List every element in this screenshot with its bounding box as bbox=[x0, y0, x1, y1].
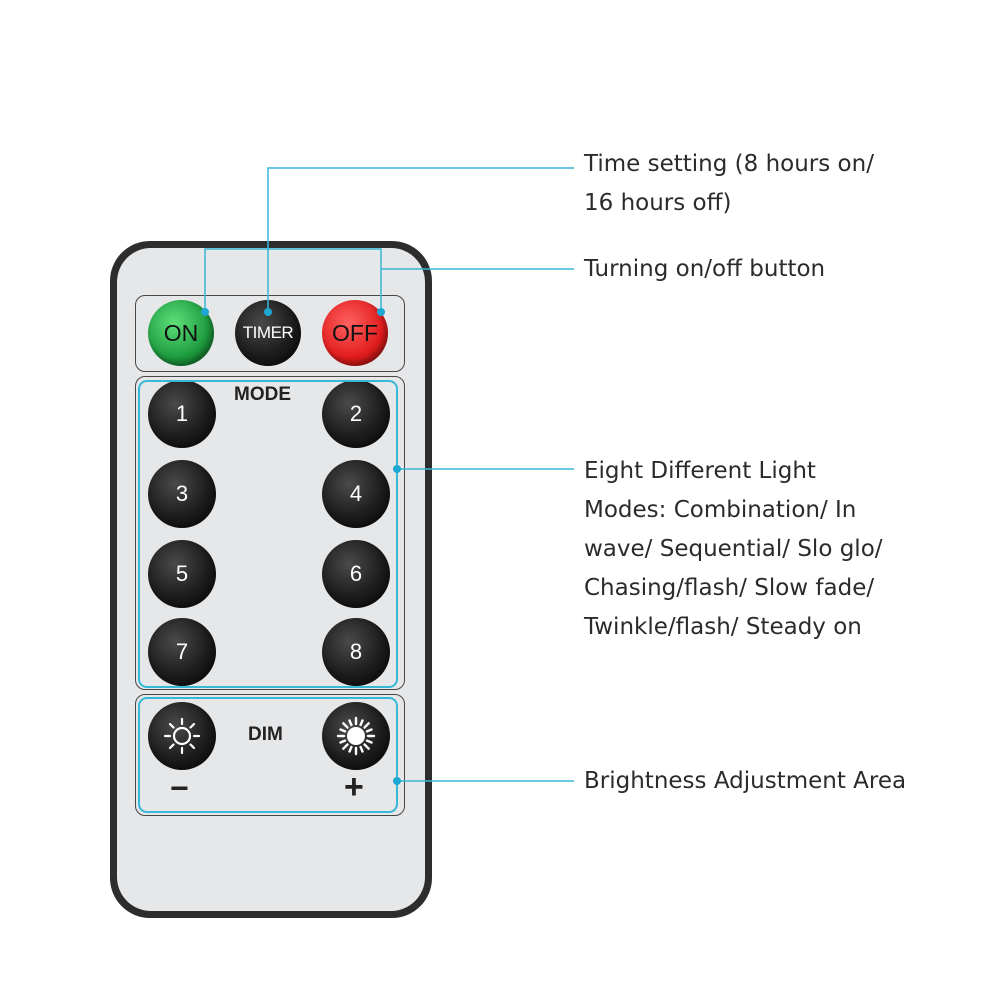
timer-leader-line bbox=[267, 167, 574, 312]
brightness-pointer-dot bbox=[393, 777, 401, 785]
annotation-line: Brightness Adjustment Area bbox=[584, 768, 907, 794]
mode-button-1[interactable]: 1 bbox=[148, 380, 216, 448]
annotation-line: Time setting (8 hours on/ bbox=[584, 151, 874, 177]
annotation-line: Eight Different Light bbox=[584, 458, 816, 484]
sun-filled-icon bbox=[336, 716, 376, 756]
off-pointer-dot bbox=[377, 308, 385, 316]
annotation-line: wave/ Sequential/ Slo glo/ bbox=[584, 536, 883, 562]
power-panel bbox=[135, 295, 405, 372]
mode-button-6[interactable]: 6 bbox=[322, 540, 390, 608]
timer-annotation: Time setting (8 hours on/ 16 hours off) bbox=[584, 145, 874, 223]
sun-outline-icon bbox=[163, 717, 201, 755]
mode-button-7[interactable]: 7 bbox=[148, 618, 216, 686]
dim-highlight-box bbox=[138, 697, 398, 813]
power-annotation: Turning on/off button bbox=[584, 250, 825, 289]
power-leader-line bbox=[204, 248, 382, 312]
dim-minus-sign: − bbox=[170, 770, 189, 806]
annotation-line: Turning on/off button bbox=[584, 256, 826, 282]
timer-pointer-dot bbox=[264, 308, 272, 316]
on-pointer-dot bbox=[201, 308, 209, 316]
mode-button-5[interactable]: 5 bbox=[148, 540, 216, 608]
mode-button-4[interactable]: 4 bbox=[322, 460, 390, 528]
annotation-line: Modes: Combination/ In bbox=[584, 497, 857, 523]
dim-label: DIM bbox=[248, 724, 283, 745]
mode-panel bbox=[135, 376, 405, 690]
mode-button-8[interactable]: 8 bbox=[322, 618, 390, 686]
mode-button-2[interactable]: 2 bbox=[322, 380, 390, 448]
annotation-line: Twinkle/flash/ Steady on bbox=[584, 614, 862, 640]
dim-panel bbox=[135, 694, 405, 816]
annotation-line: 16 hours off) bbox=[584, 190, 732, 216]
mode-label: MODE bbox=[234, 384, 291, 405]
dim-plus-sign: + bbox=[344, 768, 364, 806]
modes-pointer-dot bbox=[393, 465, 401, 473]
brightness-annotation: Brightness Adjustment Area bbox=[584, 762, 906, 801]
dim-down-button[interactable] bbox=[148, 702, 216, 770]
modes-highlight-box bbox=[138, 380, 398, 688]
on-button[interactable]: ON bbox=[148, 300, 214, 366]
dim-up-button[interactable] bbox=[322, 702, 390, 770]
modes-annotation: Eight Different Light Modes: Combination… bbox=[584, 452, 883, 647]
mode-button-3[interactable]: 3 bbox=[148, 460, 216, 528]
annotation-line: Chasing/flash/ Slow fade/ bbox=[584, 575, 875, 601]
